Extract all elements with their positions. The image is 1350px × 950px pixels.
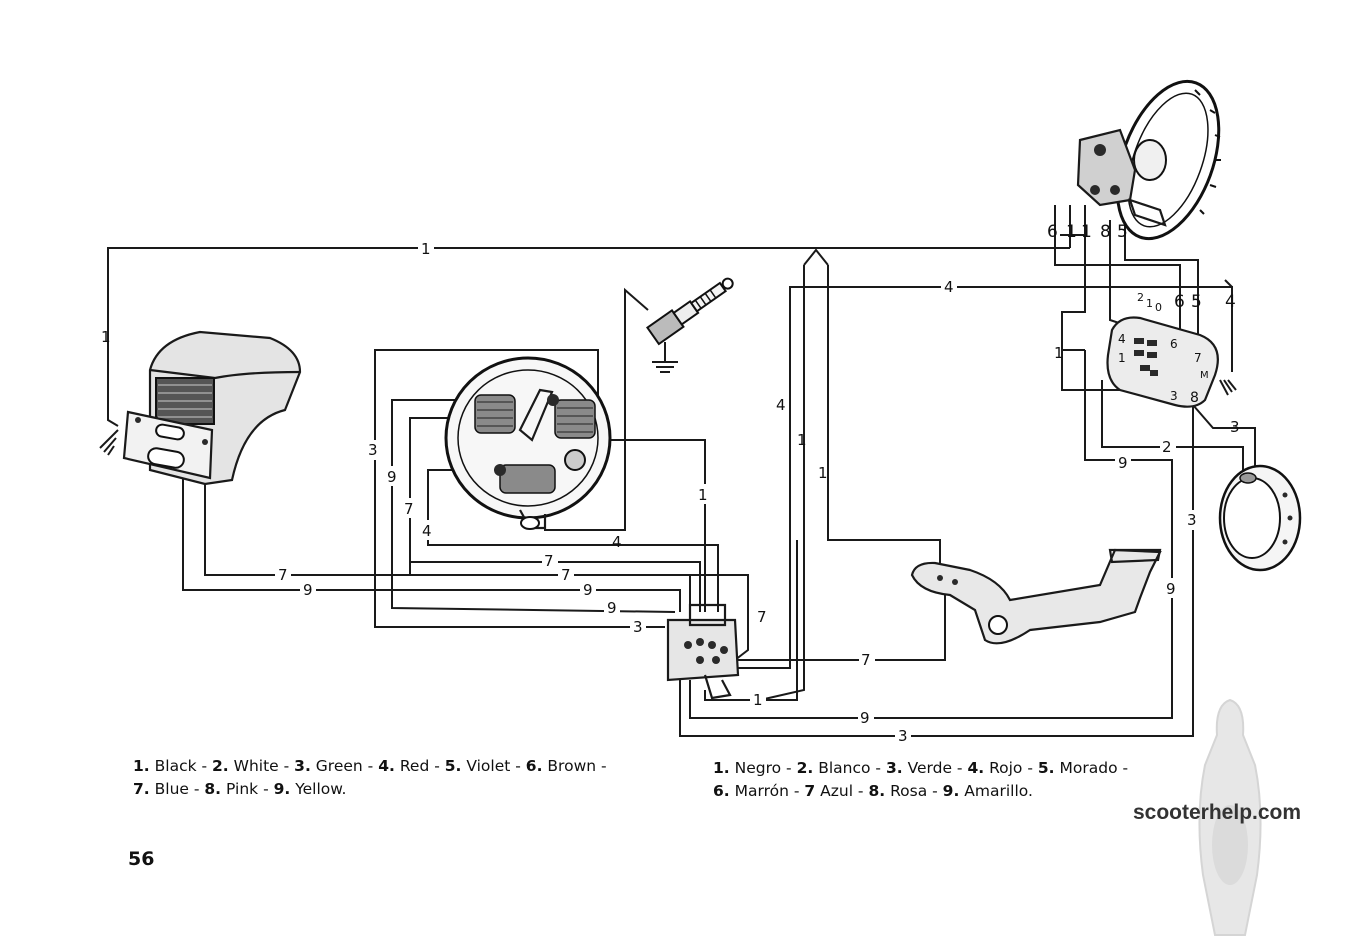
junction-box [666, 603, 740, 700]
tail-light [99, 330, 302, 486]
scooter-watermark-icon [1198, 698, 1262, 936]
wire-1-peak [803, 248, 829, 266]
wire-label: 1 [753, 691, 763, 709]
wire-9-left [391, 399, 676, 613]
wire-3-left [374, 349, 665, 628]
wire-3-bottom [679, 405, 1194, 737]
ground-symbol [652, 342, 678, 373]
wire-label: 4 [1225, 292, 1236, 312]
wire-label: 4 [944, 278, 954, 296]
switch-label: 4 [1118, 332, 1126, 346]
wire-label: 3 [898, 727, 908, 745]
horn [1218, 464, 1302, 572]
wire-label: 9 [860, 709, 870, 727]
wire-label: 7 [757, 608, 767, 626]
wire-label: 5 [1117, 222, 1128, 242]
wire-label: 1 [818, 464, 828, 482]
wire-label: 4 [776, 396, 786, 414]
wire-7-tail [204, 450, 691, 612]
wire-label: 7 [861, 651, 871, 669]
legend-spanish: 1. Negro - 2. Blanco - 3. Verde - 4. Roj… [713, 757, 1128, 803]
wire-4-top [735, 286, 1233, 669]
switch-label: 1 [1118, 351, 1126, 365]
wire-5-head [1124, 215, 1199, 355]
wire-4-left [427, 469, 719, 612]
legend-line: 1. Negro - 2. Blanco - 3. Verde - 4. Roj… [713, 759, 1129, 777]
wire-label: 9 [607, 599, 617, 617]
switch-label: 7 [1194, 351, 1202, 365]
headlight [1076, 79, 1221, 241]
wire-label: 6 [1174, 292, 1185, 312]
wire-1-headdown [1061, 205, 1086, 350]
wire-label: 3 [1230, 418, 1240, 436]
spark-plug [646, 277, 734, 346]
wire-label: 7 [278, 566, 288, 584]
magneto [444, 356, 612, 530]
switch-label: 0 [1155, 301, 1162, 314]
legend-english: 1. Black - 2. White - 3. Green - 4. Red … [133, 755, 607, 801]
wire-label: 1 [1081, 222, 1092, 242]
wire-label: 4 [422, 522, 432, 540]
switch-label: 2 [1137, 291, 1144, 304]
wire-label: 7 [404, 500, 414, 518]
wire-label: 9 [1118, 454, 1128, 472]
wire-label: 1 [1054, 344, 1064, 362]
legend-line: 1. Black - 2. White - 3. Green - 4. Red … [133, 757, 607, 775]
wire-label: 9 [387, 468, 397, 486]
switch-label: 1 [1146, 297, 1153, 310]
wire-label: 7 [544, 552, 554, 570]
wire-label: 8 [1100, 222, 1111, 242]
wire-label: 3 [368, 441, 378, 459]
wire-label: 1 [797, 431, 807, 449]
wire-labels: 1 1 4 4 1 1 3 9 7 4 4 1 7 7 9 9 3 7 9 7 … [101, 222, 1240, 746]
wire-label: 4 [612, 533, 622, 551]
switch-label: 3 [1170, 389, 1178, 403]
wire-label: 1 [101, 328, 111, 346]
wire-7-brake [735, 580, 946, 661]
wire-3-hub [1192, 404, 1256, 470]
switch-label: M [1200, 370, 1209, 381]
brake-pedal [910, 548, 1162, 645]
wire-label: 9 [583, 581, 593, 599]
switch-label: 6 [1170, 337, 1178, 351]
wire-label: 6 [1047, 222, 1058, 242]
wire-9-bottom [689, 350, 1173, 719]
watermark-text: scooterhelp.com [1133, 801, 1302, 824]
wire-label: 2 [1162, 438, 1172, 456]
wire-4-switch [1224, 279, 1233, 288]
wire-label: 5 [1191, 292, 1202, 312]
wire-7-left-b [409, 562, 749, 661]
switch-label: 8 [1190, 390, 1199, 406]
wire-label: 3 [633, 618, 643, 636]
wire-6-head [1054, 205, 1181, 352]
wire-label: 1 [421, 240, 431, 258]
wire-label: 1 [1066, 222, 1077, 242]
wire-9-tail [182, 470, 681, 612]
wire-label: 7 [561, 566, 571, 584]
page-number: 56 [128, 848, 155, 870]
legend-line: 7. Blue - 8. Pink - 9. Yellow. [133, 780, 347, 798]
wire-label: 1 [698, 486, 708, 504]
legend-line: 6. Marrón - 7 Azul - 8. Rosa - 9. Amaril… [713, 782, 1033, 800]
wire-label: 9 [303, 581, 313, 599]
wire-label: 9 [1166, 580, 1176, 598]
light-switch: 2 1 0 4 1 6 7 3 8 M [1106, 291, 1237, 408]
wire-label: 3 [1187, 511, 1197, 529]
wire-1-magneto [580, 439, 706, 612]
wire-1-center [759, 265, 941, 701]
